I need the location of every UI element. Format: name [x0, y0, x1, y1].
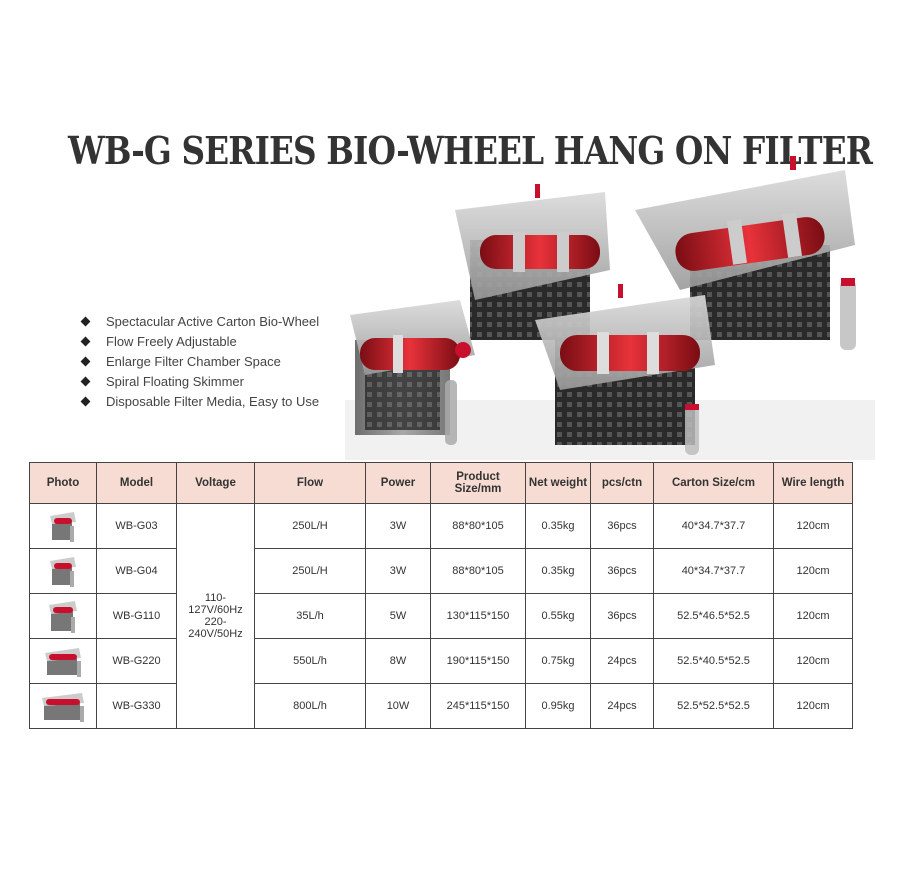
flow-cell: 250L/H: [254, 548, 366, 594]
voltage-line3: 220-: [204, 616, 227, 628]
page-title: WB-G SERIES BIO-WHEEL HANG ON FILTER: [68, 128, 873, 173]
wire-cell: 120cm: [773, 683, 853, 729]
power-cell: 10W: [365, 683, 431, 729]
bullet-diamond-icon: [80, 316, 91, 327]
filter-unit-small: [350, 300, 475, 445]
feature-text: Spectacular Active Carton Bio-Wheel: [106, 314, 320, 329]
feature-item: Disposable Filter Media, Easy to Use: [76, 392, 319, 412]
col-voltage: Voltage: [176, 462, 255, 504]
voltage-line1: 110-: [204, 592, 227, 604]
voltage-line4: 240V/50Hz: [188, 628, 243, 640]
wire-cell: 120cm: [773, 548, 853, 594]
feature-text: Spiral Floating Skimmer: [106, 374, 244, 389]
carton-cell: 52.5*52.5*52.5: [653, 683, 774, 729]
weight-cell: 0.35kg: [525, 548, 591, 594]
carton-cell: 52.5*40.5*52.5: [653, 638, 774, 684]
voltage-cell: 110- 127V/60Hz 220- 240V/50Hz: [176, 503, 255, 729]
feature-text: Disposable Filter Media, Easy to Use: [106, 394, 320, 409]
col-size-line1: Product: [456, 471, 500, 483]
filter-unit-large: [635, 156, 856, 350]
photo-cell: [29, 503, 97, 549]
carton-cell: 40*34.7*37.7: [653, 503, 774, 549]
thumb-wb-g110: [49, 601, 77, 633]
photo-cell: [29, 683, 97, 729]
carton-cell: 40*34.7*37.7: [653, 548, 774, 594]
thumb-wb-g330: [42, 693, 84, 722]
size-cell: 130*115*150: [430, 593, 526, 639]
wire-cell: 120cm: [773, 638, 853, 684]
table-row: WB-G03 110- 127V/60Hz 220- 240V/50Hz 250…: [29, 503, 853, 729]
feature-text: Enlarge Filter Chamber Space: [106, 354, 281, 369]
size-cell: 190*115*150: [430, 638, 526, 684]
flow-cell: 550L/h: [254, 638, 366, 684]
pcs-cell: 24pcs: [590, 638, 654, 684]
flow-cell: 35L/h: [254, 593, 366, 639]
power-cell: 3W: [365, 548, 431, 594]
size-cell: 245*115*150: [430, 683, 526, 729]
thumb-wb-g04: [50, 557, 76, 587]
pcs-cell: 36pcs: [590, 548, 654, 594]
power-cell: 8W: [365, 638, 431, 684]
feature-list: Spectacular Active Carton Bio-Wheel Flow…: [76, 312, 319, 412]
weight-cell: 0.55kg: [525, 593, 591, 639]
thumb-wb-g220: [45, 648, 81, 677]
weight-cell: 0.35kg: [525, 503, 591, 549]
col-wire: Wire length: [773, 462, 853, 504]
feature-item: Enlarge Filter Chamber Space: [76, 352, 319, 372]
photo-cell: [29, 638, 97, 684]
power-cell: 5W: [365, 593, 431, 639]
feature-item: Spiral Floating Skimmer: [76, 372, 319, 392]
size-cell: 88*80*105: [430, 548, 526, 594]
col-flow: Flow: [254, 462, 366, 504]
table-row: WB-G110 35L/h 5W 130*115*150 0.55kg 36pc…: [29, 593, 853, 639]
weight-cell: 0.95kg: [525, 683, 591, 729]
model-cell: WB-G330: [96, 683, 177, 729]
model-cell: WB-G03: [96, 503, 177, 549]
pcs-cell: 36pcs: [590, 503, 654, 549]
wire-cell: 120cm: [773, 503, 853, 549]
bullet-diamond-icon: [80, 356, 91, 367]
feature-text: Flow Freely Adjustable: [106, 334, 237, 349]
flow-cell: 800L/h: [254, 683, 366, 729]
table-row: WB-G04 250L/H 3W 88*80*105 0.35kg 36pcs …: [29, 548, 853, 594]
col-carton: Carton Size/cm: [653, 462, 774, 504]
flow-cell: 250L/H: [254, 503, 366, 549]
weight-cell: 0.75kg: [525, 638, 591, 684]
feature-item: Spectacular Active Carton Bio-Wheel: [76, 312, 319, 332]
table-row: WB-G220 550L/h 8W 190*115*150 0.75kg 24p…: [29, 638, 853, 684]
bullet-diamond-icon: [80, 336, 91, 347]
col-model: Model: [96, 462, 177, 504]
thumb-wb-g03: [50, 512, 76, 542]
col-weight: Net weight: [525, 462, 591, 504]
model-cell: WB-G110: [96, 593, 177, 639]
col-size-line2: Size/mm: [454, 483, 502, 495]
filter-unit-front: [535, 284, 715, 455]
power-cell: 3W: [365, 503, 431, 549]
model-cell: WB-G04: [96, 548, 177, 594]
size-cell: 88*80*105: [430, 503, 526, 549]
product-photo: [345, 156, 875, 460]
photo-cell: [29, 548, 97, 594]
table-row: WB-G330 800L/h 10W 245*115*150 0.95kg 24…: [29, 683, 853, 729]
carton-cell: 52.5*46.5*52.5: [653, 593, 774, 639]
model-cell: WB-G220: [96, 638, 177, 684]
wire-cell: 120cm: [773, 593, 853, 639]
bullet-diamond-icon: [80, 376, 91, 387]
pcs-cell: 24pcs: [590, 683, 654, 729]
col-photo: Photo: [29, 462, 97, 504]
feature-item: Flow Freely Adjustable: [76, 332, 319, 352]
col-power: Power: [365, 462, 431, 504]
bullet-diamond-icon: [80, 396, 91, 407]
photo-cell: [29, 593, 97, 639]
pcs-cell: 36pcs: [590, 593, 654, 639]
col-pcs: pcs/ctn: [590, 462, 654, 504]
filter-unit-medium: [455, 184, 610, 340]
voltage-line2: 127V/60Hz: [188, 604, 243, 616]
